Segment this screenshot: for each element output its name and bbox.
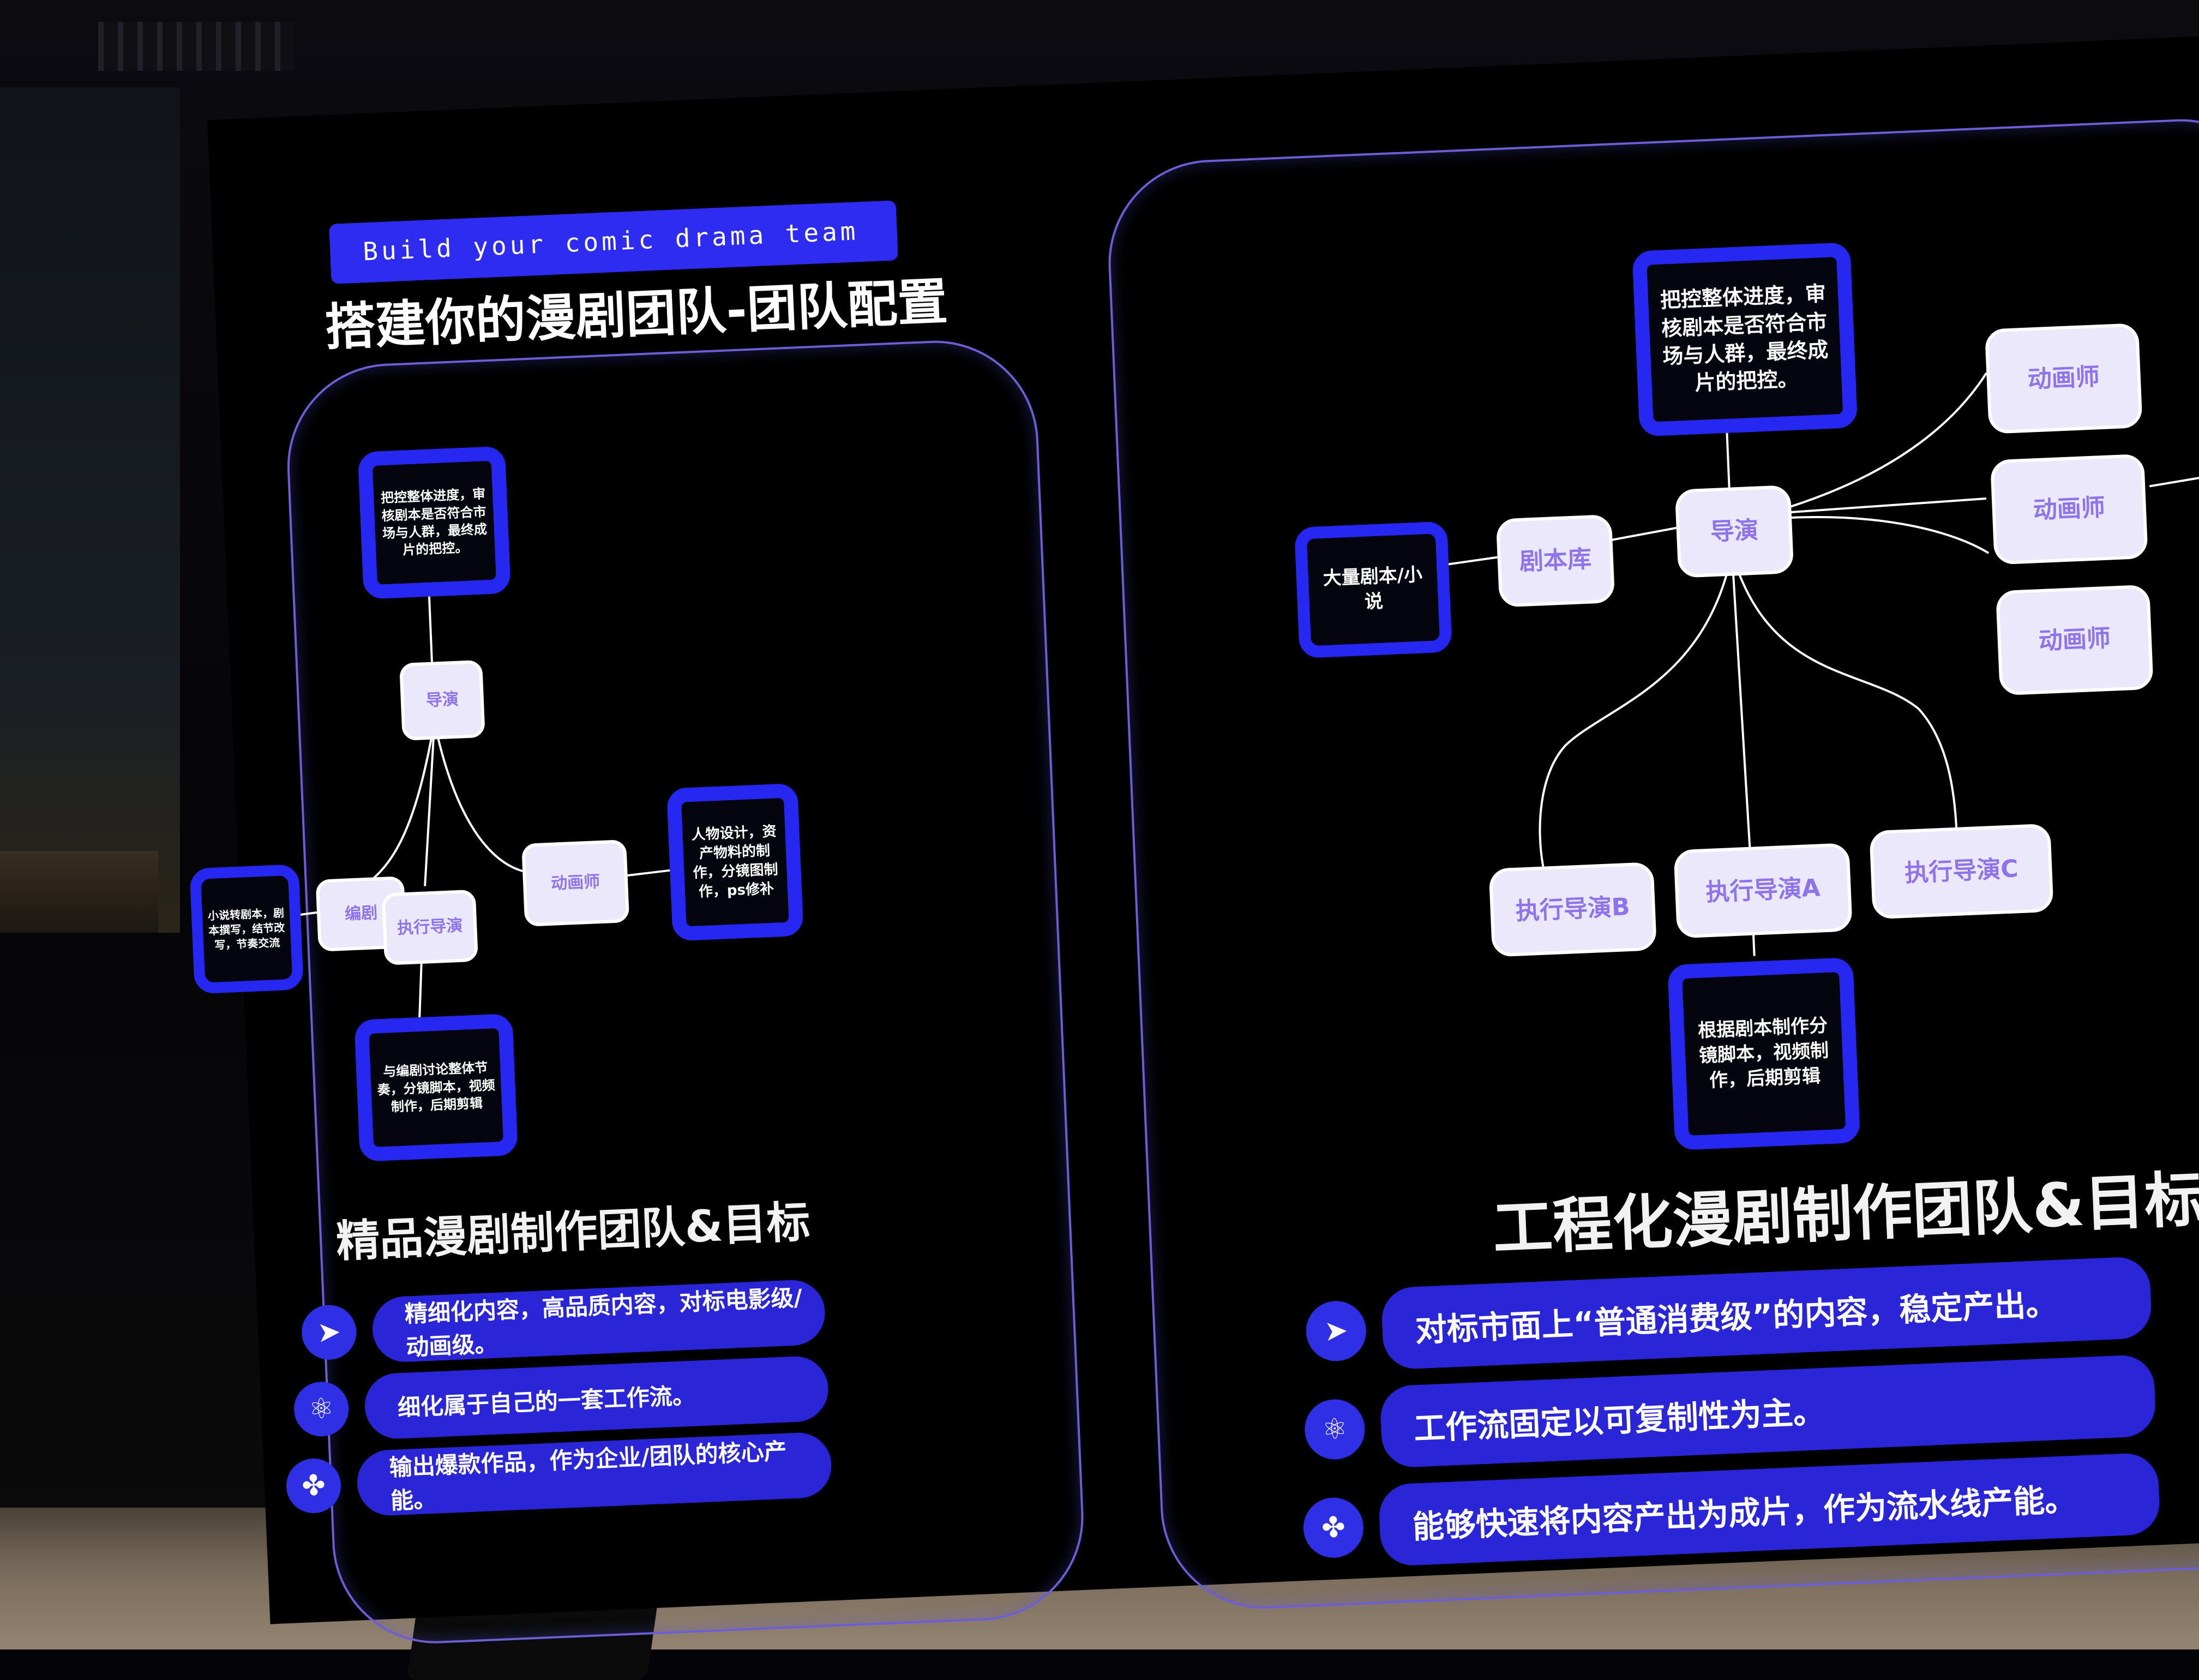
right-bottom-box: 根据剧本制作分镜脚本，视频制作，后期剪辑 xyxy=(1667,957,1861,1150)
line-director-exec xyxy=(424,722,436,886)
clover-icon: ✤ xyxy=(1302,1496,1365,1559)
left-animator-node: 动画师 xyxy=(521,839,630,927)
right-director-node: 导演 xyxy=(1674,485,1794,578)
line-r-director-lib xyxy=(1600,526,1677,543)
atom-icon: ⚛ xyxy=(1303,1398,1366,1461)
line-r-director-anim1 xyxy=(1789,372,1987,508)
line-director-top xyxy=(428,591,433,662)
side-wall xyxy=(0,87,180,933)
atom-icon: ⚛ xyxy=(293,1381,350,1438)
left-bottom-box: 与编剧讨论整体节奏，分镜脚本，视频制作，后期剪辑 xyxy=(354,1013,518,1162)
left-director-node: 导演 xyxy=(399,659,485,741)
line-r-director-anim3 xyxy=(1790,516,1990,554)
left-top-box: 把控整体进度，审核剧本是否符合市场与人群，最终成片的把控。 xyxy=(357,446,511,599)
line-r-director-anim2 xyxy=(1790,497,1987,514)
line-r-director-exec-a xyxy=(1731,553,1751,847)
line-director-writer xyxy=(359,722,436,890)
left-animator-detail-box: 人物设计，资产物料的制作，分镜图制作，ps修补 xyxy=(666,783,804,941)
line-r-anim2-out xyxy=(2149,470,2199,488)
right-animator-1-node: 动画师 xyxy=(1984,323,2143,434)
projection-screen: Build your comic drama team 搭建你的漫剧团队-团队配… xyxy=(189,35,2199,1648)
wall-light xyxy=(0,851,158,933)
paper-plane-icon: ➤ xyxy=(1305,1300,1368,1363)
line-r-director-exec-b xyxy=(1539,553,1733,867)
right-top-box: 把控整体进度，审核剧本是否符合市场与人群，最终成片的把控。 xyxy=(1632,242,1858,437)
left-exec-director-node: 执行导演 xyxy=(381,889,479,965)
left-writer-detail-box: 小说转剧本，剧本撰写，结节改写，节奏交流 xyxy=(189,864,304,994)
line-r-lib-source xyxy=(1443,556,1498,566)
right-exec-director-b-node: 执行导演B xyxy=(1488,862,1657,957)
line-r-director-exec-c xyxy=(1731,553,1958,833)
right-animator-2-node: 动画师 xyxy=(1990,453,2148,565)
right-exec-director-c-node: 执行导演C xyxy=(1869,823,2054,920)
clover-icon: ✤ xyxy=(285,1457,343,1515)
right-exec-director-a-node: 执行导演A xyxy=(1673,843,1853,939)
right-animator-3-node: 动画师 xyxy=(1996,584,2154,696)
paper-plane-icon: ➤ xyxy=(301,1304,358,1361)
right-script-library-node: 剧本库 xyxy=(1495,514,1615,608)
line-director-animator xyxy=(433,722,523,872)
ceiling-truss xyxy=(98,22,295,71)
right-source-box: 大量剧本/小说 xyxy=(1294,521,1452,658)
